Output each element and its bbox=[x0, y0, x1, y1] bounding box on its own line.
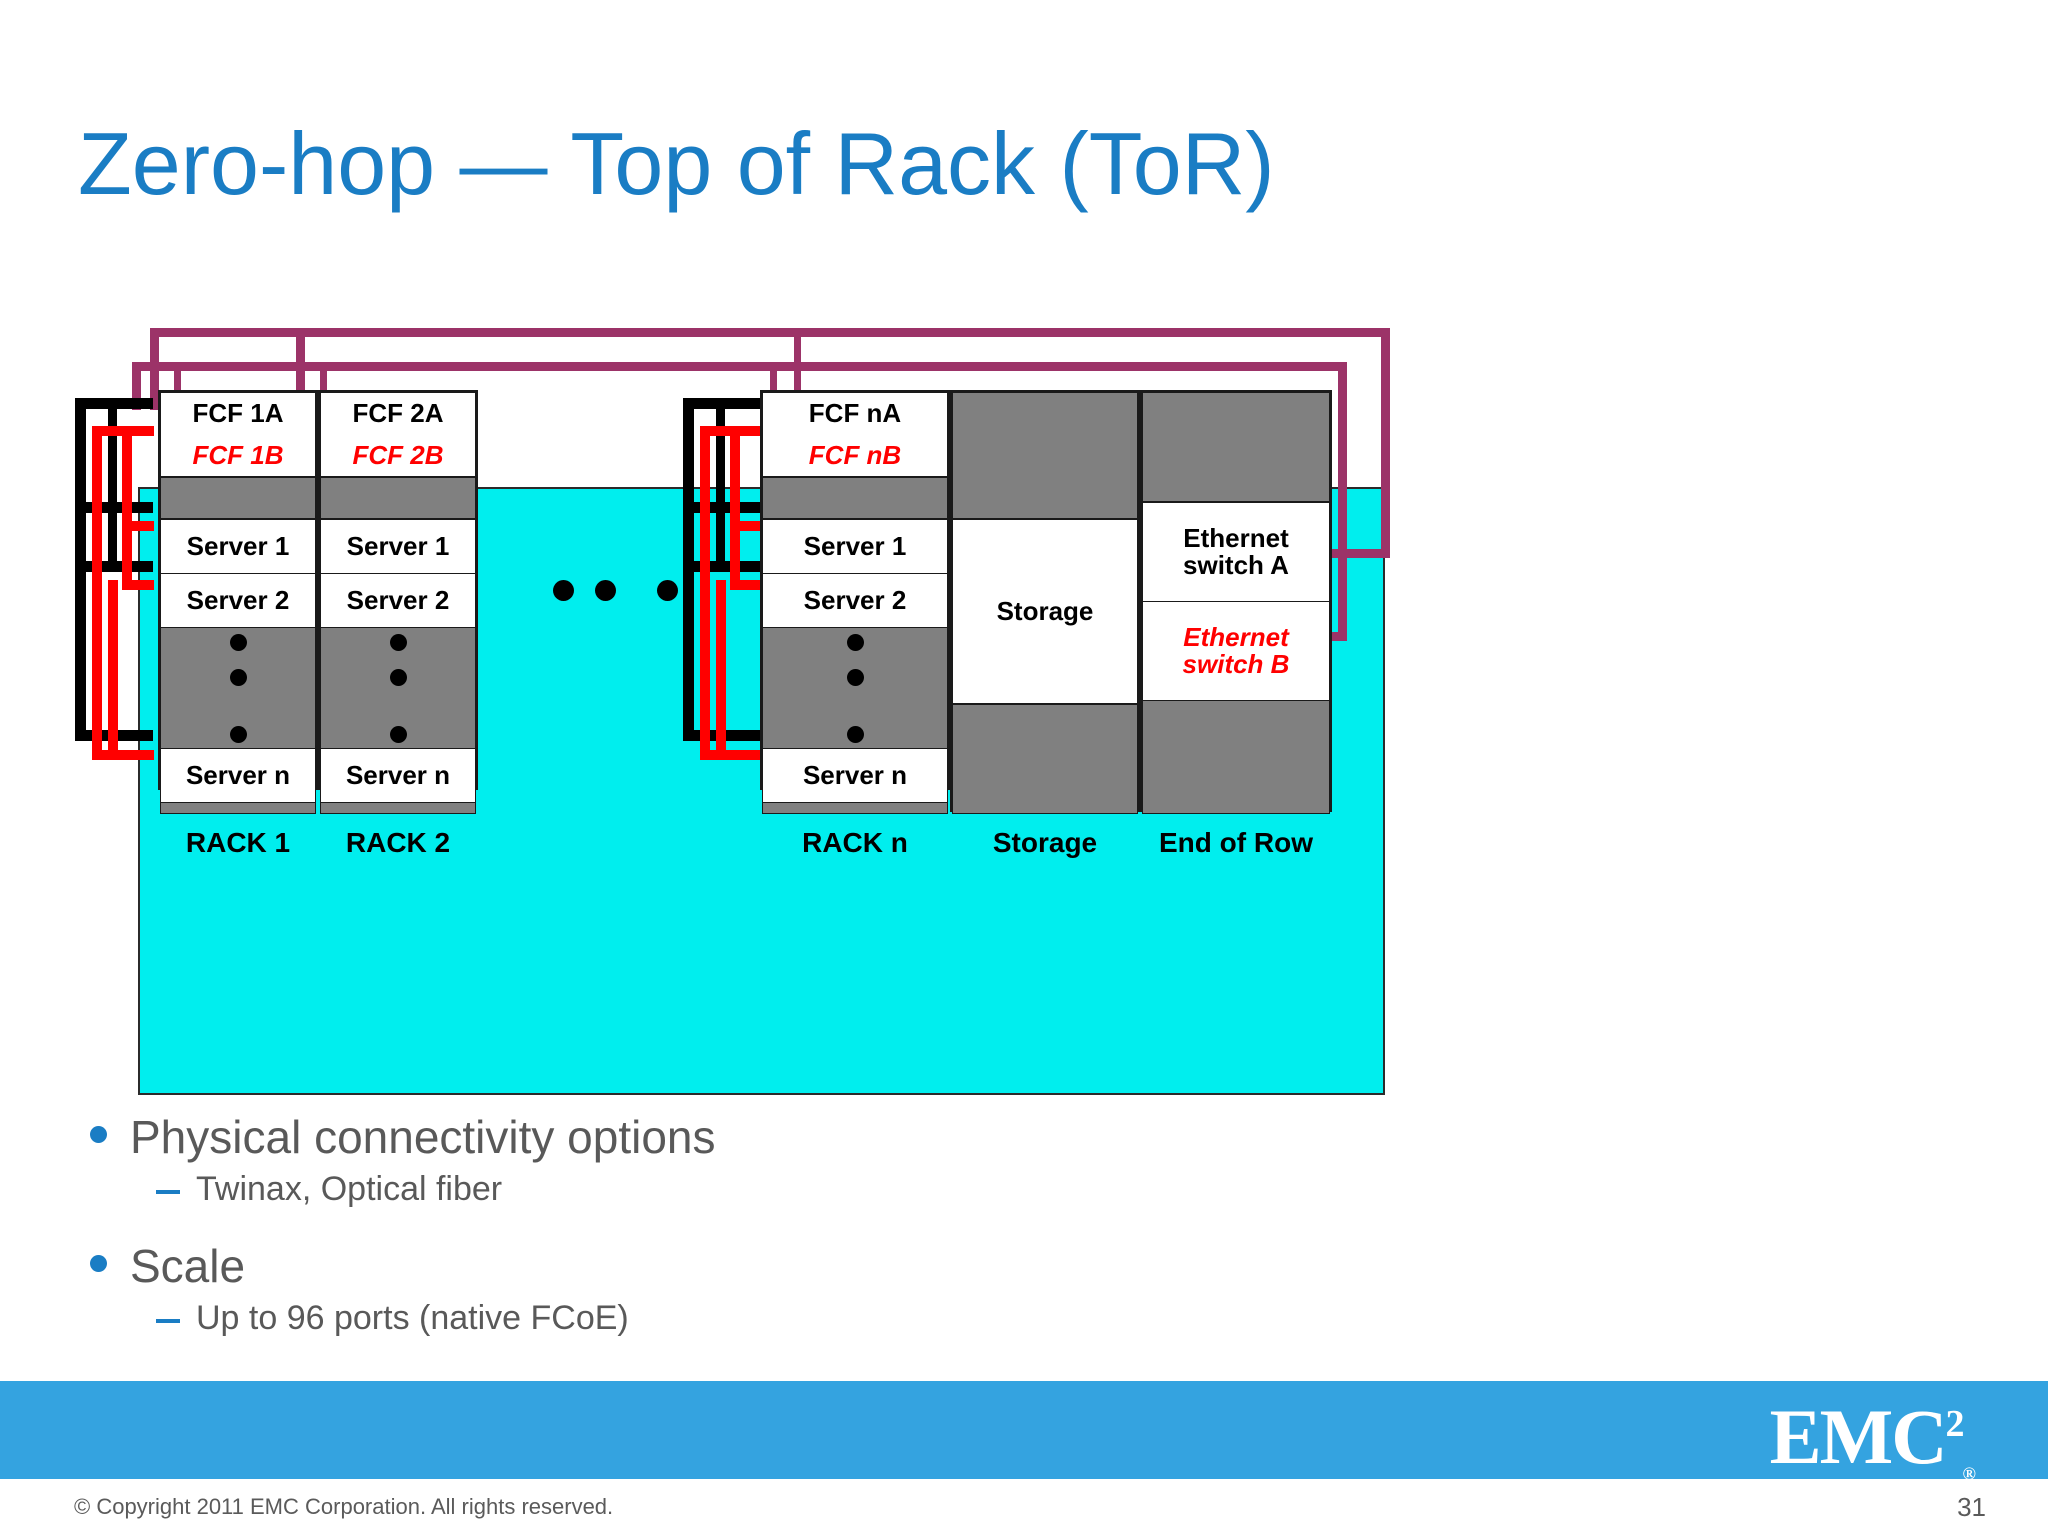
rack-1-unit-ellipsis bbox=[160, 627, 316, 749]
purple-cable-outer-stub-a bbox=[1327, 549, 1390, 558]
red-cable-r1-mid2 bbox=[122, 580, 154, 590]
rack-n-unit-fcf-a[interactable]: FCF nA bbox=[762, 392, 948, 436]
storage-label: Storage bbox=[992, 827, 1098, 858]
black-cable-rn-mid2 bbox=[683, 561, 761, 572]
bullet-list: Physical connectivity options Twinax, Op… bbox=[78, 1110, 1478, 1342]
purple-drop-fcfna-2 bbox=[794, 328, 801, 440]
bullet-text: Physical connectivity options bbox=[130, 1111, 716, 1163]
red-cable-rn-inner-left2 bbox=[716, 580, 726, 760]
rack-2-unit-blank-bottom bbox=[320, 802, 476, 814]
tor-topology-diagram: FCF 1A FCF 1B Server 1 Server 2 Server n… bbox=[0, 328, 1500, 1110]
eor-unit-ethernet-switch-a[interactable]: Ethernet switch A bbox=[1142, 502, 1330, 602]
red-cable-r1-left bbox=[92, 426, 102, 760]
rack-2-label: RACK 2 bbox=[345, 827, 451, 858]
page-title: Zero-hop — Top of Rack (ToR) bbox=[78, 114, 1275, 213]
bullet-item-level2: Twinax, Optical fiber bbox=[78, 1170, 1478, 1209]
black-cable-rn-top bbox=[683, 398, 761, 409]
red-cable-rn-mid2 bbox=[730, 580, 762, 590]
rack-2-unit-blank-top bbox=[320, 477, 476, 519]
footer-band bbox=[0, 1381, 2048, 1479]
bullet-dash-icon bbox=[156, 1190, 180, 1194]
black-cable-rn-inner-left bbox=[716, 409, 725, 562]
red-cable-rn-top bbox=[700, 426, 762, 436]
purple-cable-inner-left bbox=[132, 362, 141, 410]
storage-unit-blank-top bbox=[952, 392, 1138, 519]
purple-cable-outer-right bbox=[1381, 328, 1390, 558]
eor-unit-ethernet-switch-b[interactable]: Ethernet switch B bbox=[1142, 601, 1330, 701]
black-cable-r1-mid2 bbox=[75, 561, 153, 572]
purple-cable-inner-right bbox=[1338, 362, 1347, 640]
rack-n-unit-server-2[interactable]: Server 2 bbox=[762, 573, 948, 628]
black-cable-r1-inner-left bbox=[108, 409, 117, 562]
rack-2-unit-fcf-a[interactable]: FCF 2A bbox=[320, 392, 476, 436]
rack-n-unit-blank-bottom bbox=[762, 802, 948, 814]
rack-2[interactable]: FCF 2A FCF 2B Server 1 Server 2 Server n bbox=[318, 390, 478, 814]
bullet-dot-icon bbox=[90, 1255, 107, 1272]
red-cable-rn-inner-left bbox=[730, 436, 740, 590]
rack-1-unit-fcf-a[interactable]: FCF 1A bbox=[160, 392, 316, 436]
rack-n-unit-blank-top bbox=[762, 477, 948, 519]
bullet-item-level1: Physical connectivity options bbox=[78, 1110, 1478, 1164]
rack-1-unit-server-n[interactable]: Server n bbox=[160, 748, 316, 803]
copyright-text: © Copyright 2011 EMC Corporation. All ri… bbox=[74, 1494, 614, 1519]
bullet-spacer bbox=[78, 1213, 1478, 1239]
emc-logo-text: EMC bbox=[1769, 1393, 1948, 1480]
storage-rack[interactable]: Storage bbox=[950, 390, 1140, 814]
purple-cable-inner-top bbox=[132, 362, 1347, 371]
rack-n-unit-server-1[interactable]: Server 1 bbox=[762, 519, 948, 574]
bullet-text: Up to 96 ports (native FCoE) bbox=[196, 1299, 629, 1337]
rack-n[interactable]: FCF nA FCF nB Server 1 Server 2 Server n bbox=[760, 390, 950, 814]
rack-n-unit-ellipsis bbox=[762, 627, 948, 749]
rack-2-unit-server-2[interactable]: Server 2 bbox=[320, 573, 476, 628]
rack-n-label: RACK n bbox=[802, 827, 908, 858]
bullet-text: Scale bbox=[130, 1240, 246, 1292]
eor-unit-blank-bottom bbox=[1142, 700, 1330, 814]
rack-1-unit-fcf-b[interactable]: FCF 1B bbox=[160, 435, 316, 477]
red-cable-rn-mid1 bbox=[730, 521, 762, 531]
red-cable-r1-bottom bbox=[92, 750, 154, 760]
vertical-ellipsis-icon bbox=[161, 628, 315, 748]
rack-2-unit-server-1[interactable]: Server 1 bbox=[320, 519, 476, 574]
emc-logo-superscript: 2 bbox=[1945, 1403, 1965, 1445]
page-number: 31 bbox=[1957, 1492, 1986, 1522]
rack-2-unit-ellipsis bbox=[320, 627, 476, 749]
rack-1-unit-server-2[interactable]: Server 2 bbox=[160, 573, 316, 628]
red-cable-rn-left bbox=[700, 426, 710, 760]
storage-unit-blank-bottom bbox=[952, 704, 1138, 814]
black-cable-r1-top bbox=[75, 398, 153, 409]
red-cable-r1-top bbox=[92, 426, 154, 436]
red-cable-rn-bottom bbox=[700, 750, 762, 760]
bullet-dash-icon bbox=[156, 1319, 180, 1323]
vertical-ellipsis-icon bbox=[763, 628, 947, 748]
red-cable-r1-inner-left2 bbox=[108, 580, 118, 760]
rack-2-unit-server-n[interactable]: Server n bbox=[320, 748, 476, 803]
purple-cable-second-top bbox=[296, 328, 1336, 337]
rack-2-unit-fcf-b[interactable]: FCF 2B bbox=[320, 435, 476, 477]
red-cable-r1-inner-left bbox=[122, 436, 132, 590]
rack-1-label: RACK 1 bbox=[185, 827, 291, 858]
rack-1-unit-blank-bottom bbox=[160, 802, 316, 814]
rack-ellipsis-icon bbox=[553, 580, 678, 601]
rack-1[interactable]: FCF 1A FCF 1B Server 1 Server 2 Server n bbox=[158, 390, 318, 814]
vertical-ellipsis-icon bbox=[321, 628, 475, 748]
rack-1-unit-blank-top bbox=[160, 477, 316, 519]
emc-logo: EMC2® bbox=[1770, 1398, 1977, 1484]
rack-n-unit-fcf-b[interactable]: FCF nB bbox=[762, 435, 948, 477]
bullet-dot-icon bbox=[90, 1126, 107, 1143]
bullet-item-level2: Up to 96 ports (native FCoE) bbox=[78, 1299, 1478, 1338]
rack-n-unit-server-n[interactable]: Server n bbox=[762, 748, 948, 803]
bullet-item-level1: Scale bbox=[78, 1239, 1478, 1293]
storage-unit-storage[interactable]: Storage bbox=[952, 519, 1138, 704]
end-of-row-label: End of Row bbox=[1159, 827, 1313, 858]
purple-cable-inner-stub-b bbox=[1327, 632, 1347, 641]
bullet-text: Twinax, Optical fiber bbox=[196, 1170, 503, 1208]
emc-logo-registered: ® bbox=[1962, 1463, 1977, 1484]
rack-1-unit-server-1[interactable]: Server 1 bbox=[160, 519, 316, 574]
red-cable-r1-mid1 bbox=[122, 521, 154, 531]
end-of-row-rack[interactable]: Ethernet switch A Ethernet switch B bbox=[1140, 390, 1332, 814]
eor-unit-blank-top bbox=[1142, 392, 1330, 502]
